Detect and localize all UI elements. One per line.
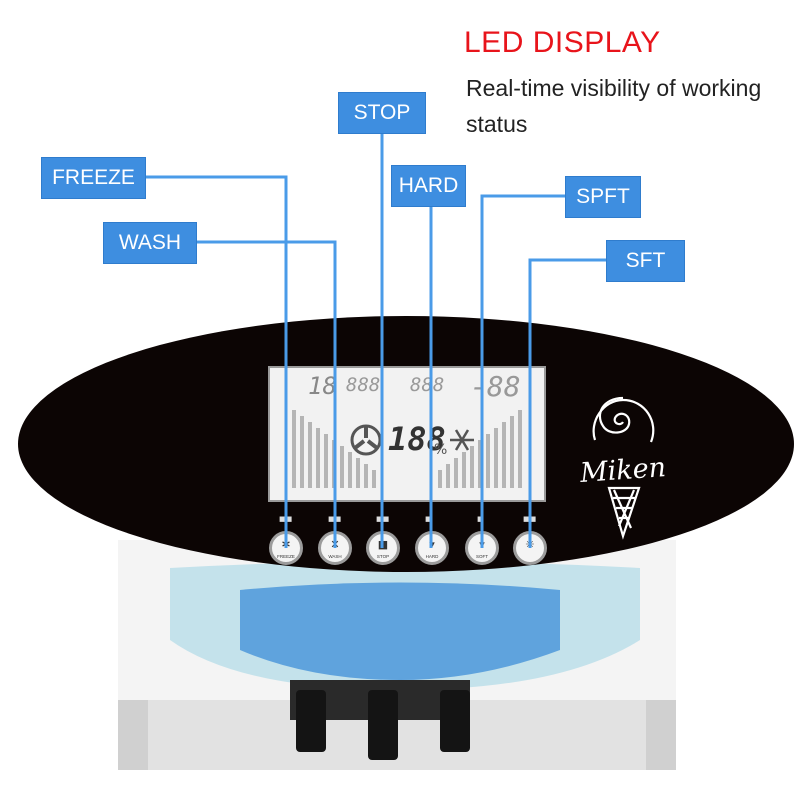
caption-mark-4: ■ xyxy=(425,515,432,523)
lcd-percent-sign: % xyxy=(434,442,448,458)
lcd-snowflake-icon xyxy=(450,429,474,451)
logo-swirl xyxy=(598,396,631,434)
housing-side-left xyxy=(118,700,148,770)
diagram-title: LED DISPLAY xyxy=(464,26,661,59)
callout-wash: WASH xyxy=(104,223,196,263)
nozzle-right xyxy=(440,690,470,752)
freeze-button-label: FREEZE xyxy=(277,554,295,559)
callout-freeze: FREEZE xyxy=(42,158,145,198)
logo-brand-text: Miken xyxy=(579,452,667,489)
lcd-digits-left: 18 xyxy=(308,372,337,400)
logo-cone-grid xyxy=(612,489,636,529)
logo-cone xyxy=(607,486,641,540)
nozzle-middle xyxy=(368,690,398,760)
nozzle-left xyxy=(296,690,326,752)
housing-side-right xyxy=(646,700,676,770)
callout-stop: STOP xyxy=(339,93,425,133)
callout-sft: SFT xyxy=(607,241,684,281)
lcd-screen: 18 888 888 -88 188 % xyxy=(268,366,546,502)
hard-button-label: HARD xyxy=(425,554,439,559)
stop-button-label: STOP xyxy=(376,554,390,559)
callout-hard: HARD xyxy=(392,166,465,206)
lcd-digits-center: 188 xyxy=(388,420,446,458)
fan-icon xyxy=(350,424,382,456)
caption-mark-2: ■■ xyxy=(328,515,342,523)
stop-square-icon: ■ xyxy=(377,538,389,551)
freeze-button[interactable]: ✲ FREEZE xyxy=(269,531,303,565)
sft-button[interactable]: ✳ xyxy=(513,531,547,565)
cone-soft-icon: ▿ xyxy=(479,538,485,551)
caption-mark-3: ■■ xyxy=(376,515,390,523)
caption-mark-5: ■ xyxy=(477,515,484,523)
lcd-digits-right: -88 xyxy=(470,370,521,403)
wash-button[interactable]: ✕ WASH xyxy=(318,531,352,565)
caption-mark-1: ■■ xyxy=(279,515,293,523)
diagram-subtitle: Real-time visibility of working status xyxy=(466,75,762,137)
stop-button[interactable]: ■ STOP xyxy=(366,531,400,565)
lcd-bars-right xyxy=(438,410,522,488)
lcd-digits-mid2: 888 xyxy=(410,374,445,396)
callout-spft: SPFT xyxy=(566,177,640,217)
hard-button[interactable]: ▾ HARD xyxy=(415,531,449,565)
cross-icon: ✕ xyxy=(330,538,340,551)
snowflake-icon: ✲ xyxy=(281,538,291,551)
caption-mark-6: ■■ xyxy=(523,515,537,523)
wash-button-label: WASH xyxy=(328,554,342,559)
lcd-digits-mid1: 888 xyxy=(346,374,381,396)
machine-window-inner xyxy=(240,582,560,680)
snowflake-small-icon: ✳ xyxy=(525,538,535,551)
lcd-bars-left xyxy=(292,410,376,488)
soft-button[interactable]: ▿ SOFT xyxy=(465,531,499,565)
cone-hard-icon: ▾ xyxy=(429,538,435,551)
soft-button-label: SOFT xyxy=(476,554,488,559)
